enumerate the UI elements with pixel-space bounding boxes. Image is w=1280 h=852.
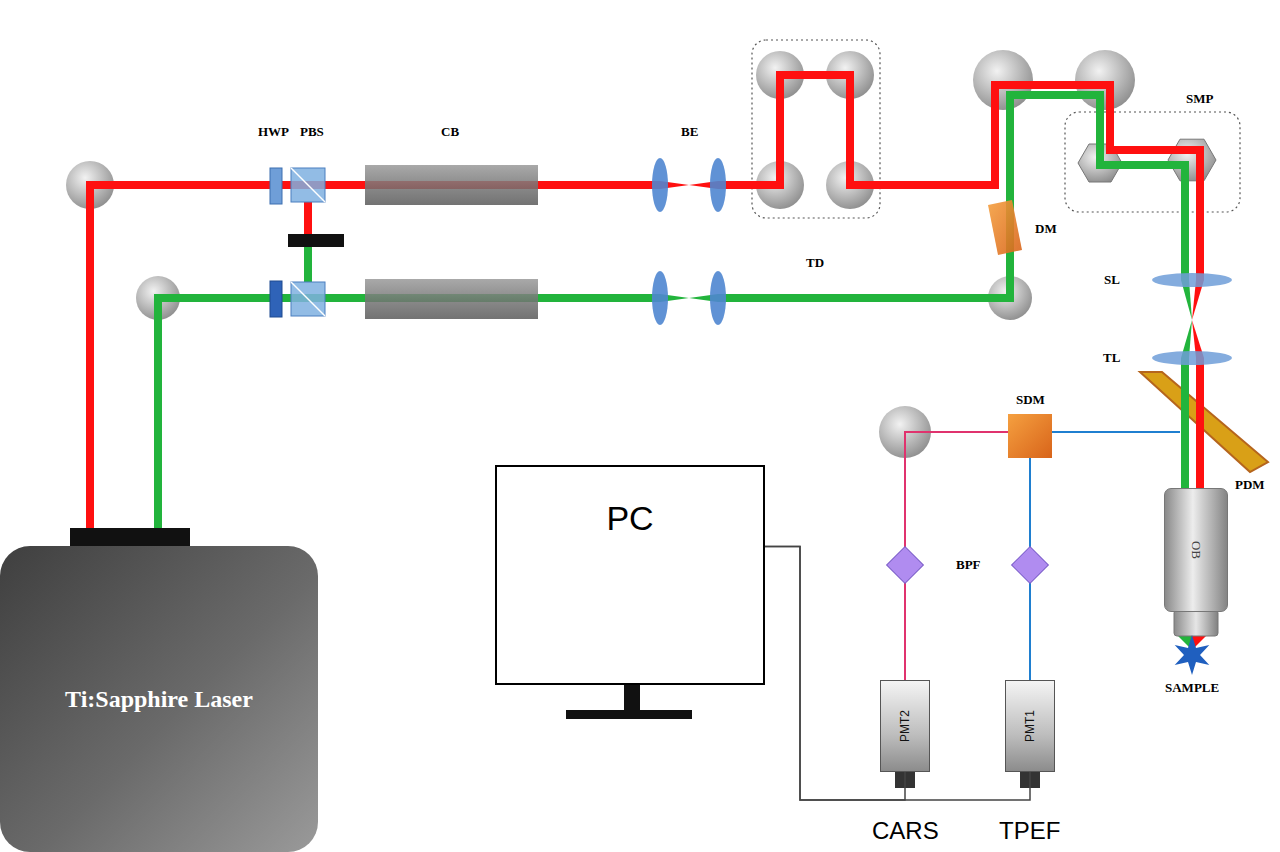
glass-block — [365, 165, 538, 205]
part-name: PBS — [300, 125, 324, 139]
band-pass-filter — [887, 547, 1049, 584]
part-name: PDM — [1235, 478, 1265, 492]
part-name: DM — [1035, 222, 1057, 236]
node-label: OB — [1188, 541, 1204, 559]
half-wave-plate — [270, 281, 282, 317]
part-name: BPF — [956, 558, 981, 572]
sample-star — [1175, 635, 1210, 675]
node-label: PC — [606, 499, 653, 537]
part-name: TD — [806, 256, 824, 270]
node-label: PMT2 — [898, 710, 912, 742]
half-wave-plate — [270, 168, 282, 204]
monitor-stand — [624, 684, 640, 712]
node-label: PMT1 — [1023, 710, 1037, 742]
dichroic-mirror — [988, 200, 1022, 255]
glass-block — [365, 279, 538, 319]
photomultiplier-tube: PMT2 — [880, 680, 930, 772]
part-name: SDM — [1016, 393, 1045, 407]
dichroic-mirror — [1008, 414, 1052, 458]
part-name: BE — [681, 125, 698, 139]
time-delay-frame — [752, 40, 880, 218]
computer-monitor: PC — [495, 465, 765, 685]
mirror — [66, 50, 1135, 458]
monitor-stand — [566, 710, 692, 719]
signal-name: TPEF — [999, 818, 1060, 844]
lens — [1152, 273, 1232, 365]
photomultiplier-tube: PMT1 — [1005, 680, 1055, 772]
part-name: SAMPLE — [1165, 681, 1219, 695]
laser-source: Ti:Sapphire Laser — [0, 546, 318, 852]
beam-block — [288, 234, 344, 247]
signal-name: CARS — [872, 818, 939, 844]
part-name: SL — [1104, 273, 1120, 287]
part-name: HWP — [258, 125, 289, 139]
cars-signal — [905, 432, 1030, 680]
lens — [652, 158, 726, 325]
beam-splitter-cube — [291, 168, 325, 316]
part-name: SMP — [1186, 92, 1213, 106]
node-label: Ti:Sapphire Laser — [65, 686, 253, 713]
laser-port — [70, 528, 190, 547]
objective-lens: OB — [1164, 488, 1228, 612]
objective-nozzle — [1174, 610, 1218, 636]
part-name: TL — [1103, 351, 1120, 365]
laser-beam — [90, 75, 1200, 528]
signal-cable — [765, 546, 1030, 800]
part-name: CB — [441, 125, 459, 139]
tpef-signal — [1030, 432, 1180, 680]
